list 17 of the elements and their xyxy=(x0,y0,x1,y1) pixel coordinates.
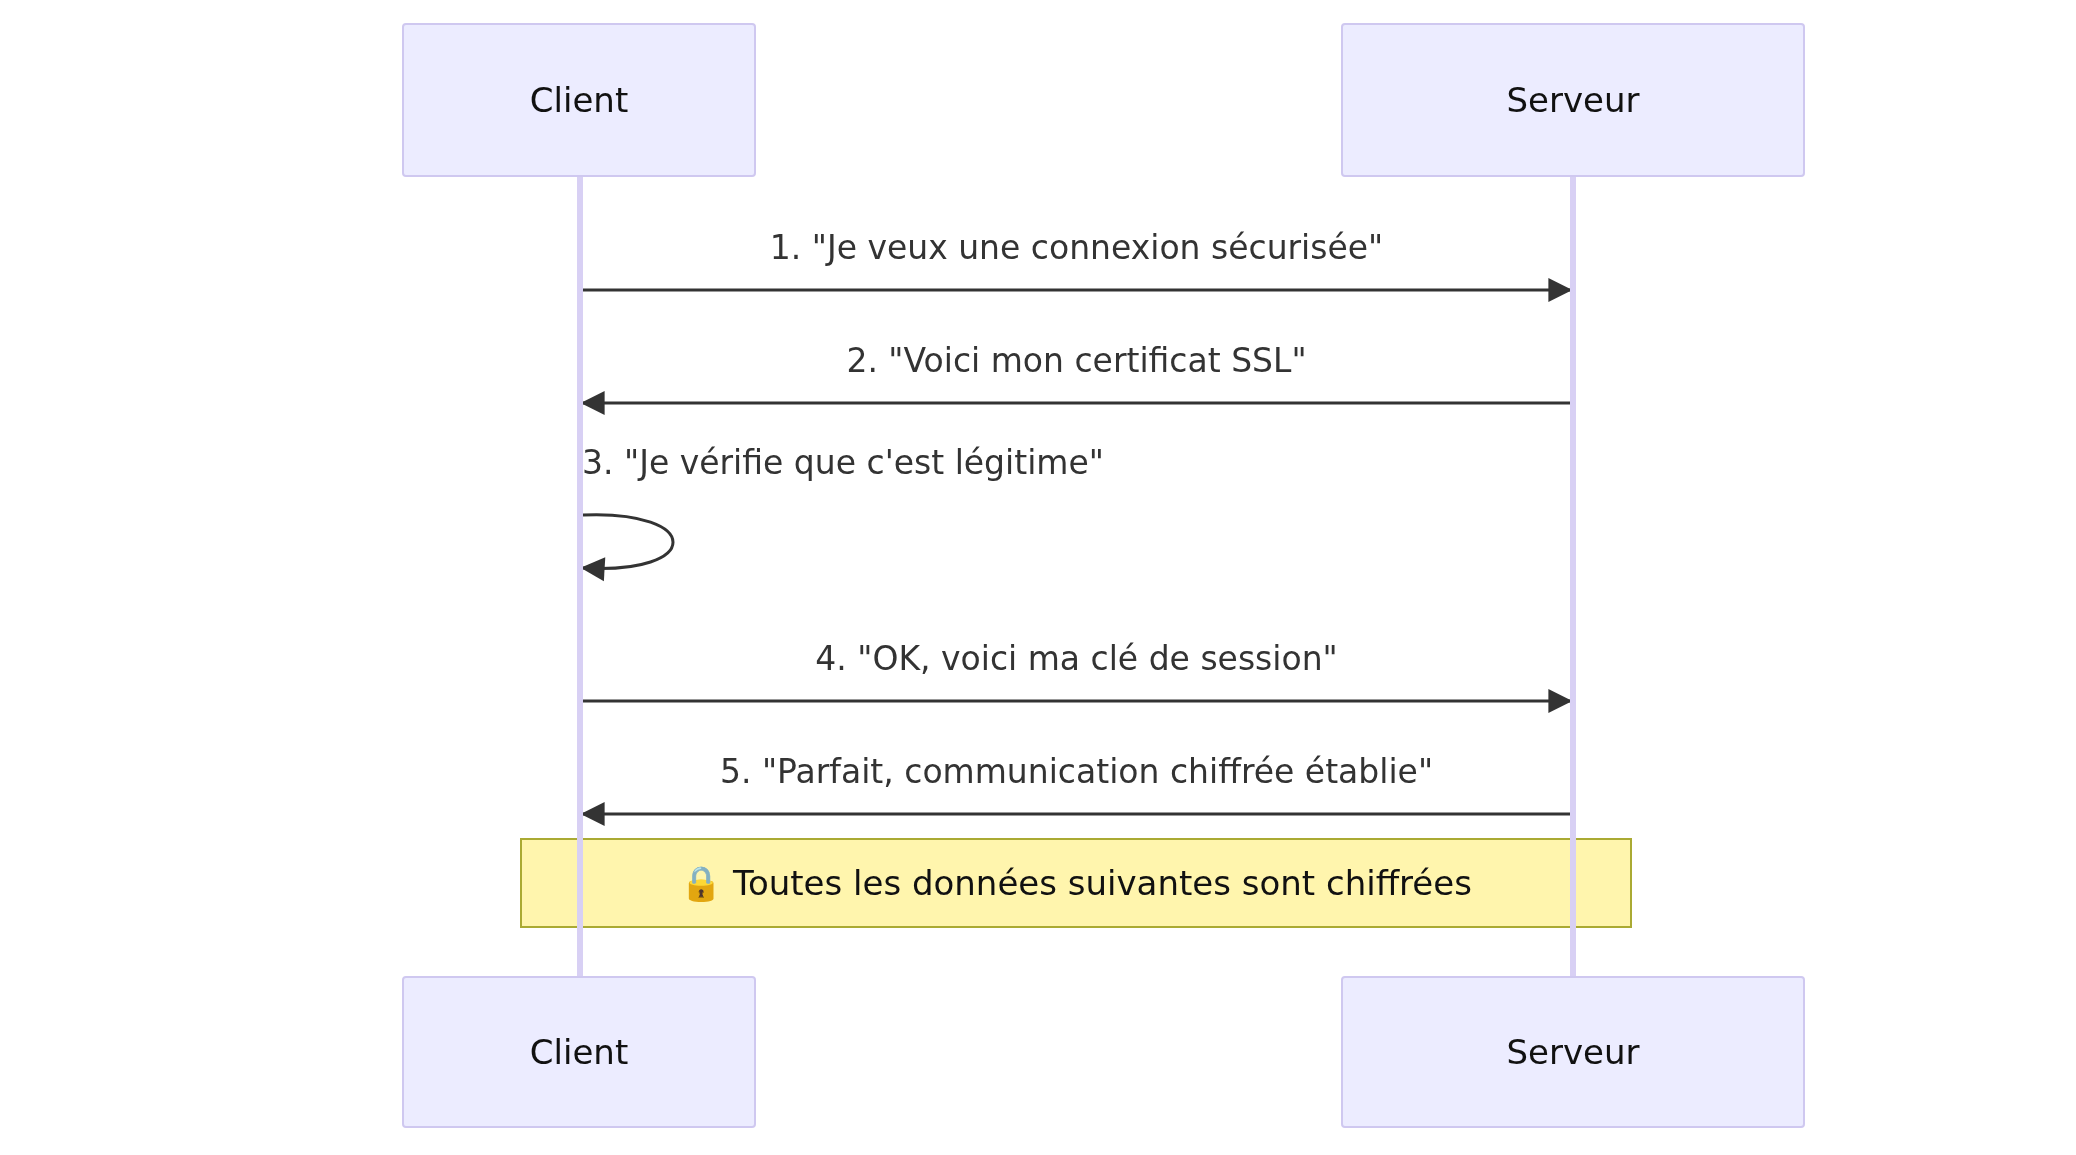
participant-box xyxy=(1341,23,1805,177)
message-arrow xyxy=(580,391,1570,415)
message-arrow xyxy=(583,689,1573,713)
self-message-arrow xyxy=(580,513,675,581)
lifeline xyxy=(1570,177,1576,976)
note-box xyxy=(520,838,1632,928)
participant-name: Client xyxy=(529,1032,629,1072)
lifeline xyxy=(577,177,583,976)
participant-box xyxy=(402,976,756,1128)
participant-name: Serveur xyxy=(1506,80,1640,120)
participant-name: Serveur xyxy=(1506,1032,1640,1072)
message-arrow xyxy=(580,802,1570,826)
participant-name: Client xyxy=(529,80,629,120)
message-arrow xyxy=(583,278,1573,302)
participant-box xyxy=(402,23,756,177)
participant-box xyxy=(1341,976,1805,1128)
note-text: 🔒 Toutes les données suivantes sont chiffrées xyxy=(680,863,1472,903)
